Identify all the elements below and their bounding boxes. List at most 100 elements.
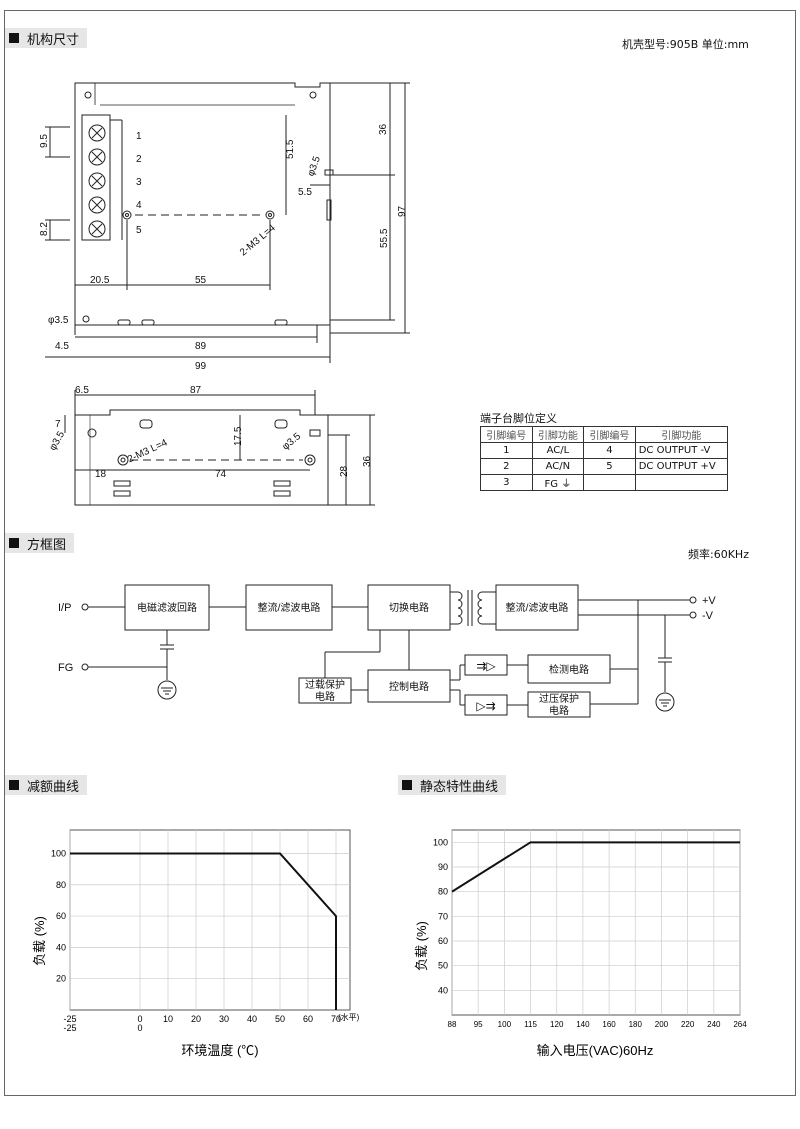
chart-grid (451, 829, 741, 1016)
block-vminus: -V (702, 610, 714, 622)
block-diagram: I/P FG 电磁滤波回路 整流/滤波电路 切换电路 整流/滤波电路 过载保护 … (58, 584, 716, 718)
dim-phi-3-5-a: φ3.5 (48, 315, 69, 326)
terminal-4-label: 4 (136, 200, 142, 211)
pin-cell: DC OUTPUT -V (634, 442, 729, 459)
x-tick-label: 0 (137, 1014, 142, 1024)
dim-phi-3-5-d: φ3.5 (280, 431, 303, 453)
x-tick-label: 115 (524, 1020, 537, 1029)
dim-74: 74 (215, 469, 227, 480)
pin-cell: AC/L (531, 442, 585, 459)
block-fg-label: FG (58, 662, 73, 674)
pin-cell: 4 (583, 442, 636, 459)
frequency-note: 频率:60KHz (688, 548, 749, 561)
terminal-3-label: 3 (136, 177, 142, 188)
pin-cell (583, 474, 636, 491)
x-tick-label: -25 (63, 1014, 76, 1024)
dim-97: 97 (397, 205, 408, 217)
x-tick-label: 240 (707, 1020, 721, 1029)
y-tick-label: 100 (51, 848, 66, 858)
chart-series-line (451, 841, 740, 893)
x-axis-suffix: (水平) (338, 1012, 360, 1022)
x-tick-label: 180 (629, 1020, 643, 1029)
x-tick-label: 264 (733, 1020, 747, 1029)
pin-cell: 5 (583, 458, 636, 475)
terminal-5-label: 5 (136, 225, 142, 236)
dim-5-5: 5.5 (298, 187, 312, 198)
pin-cell: 2 (480, 458, 533, 475)
x-tick-label: 60 (303, 1014, 313, 1024)
pin-table-header: 引脚编号 引脚功能 引脚编号 引脚功能 (480, 426, 729, 443)
dim-m3-top: 2-M3 L=4 (238, 222, 278, 258)
dim-8-2: 8.2 (39, 222, 50, 236)
table-row: 2 AC/N 5 DC OUTPUT +V (480, 458, 729, 475)
block-ip-label: I/P (58, 602, 71, 614)
dim-55: 55 (195, 275, 207, 286)
optocoupler-icon: ▷⇉ (476, 699, 495, 713)
square-bullet-icon (9, 780, 19, 790)
case-model-note: 机壳型号:905B 单位:mm (622, 38, 749, 51)
block-rect1: 整流/滤波电路 (258, 601, 321, 614)
block-ovp-line1: 过压保护 (539, 692, 579, 705)
pin-header-3: 引脚功能 (634, 426, 729, 443)
y-axis-label: 负载 (%) (414, 921, 429, 971)
pin-cell: FG ⏚ (531, 474, 585, 491)
y-tick-label: 80 (438, 887, 448, 897)
y-tick-label: 90 (438, 862, 448, 872)
y-tick-label: 40 (56, 942, 66, 952)
dim-36-b: 36 (362, 455, 373, 467)
mech-side-view: 6.5 87 7 φ3.5 2-M3 L=4 17.5 φ3.5 18 74 2… (47, 385, 375, 506)
x-tick-label: 40 (247, 1014, 257, 1024)
dim-36-a: 36 (378, 123, 389, 135)
dim-99: 99 (195, 361, 207, 372)
block-control: 控制电路 (389, 680, 429, 693)
y-tick-label: 80 (56, 880, 66, 890)
x-tick-label: 20 (191, 1014, 201, 1024)
y-tick-label: 40 (438, 985, 448, 995)
pin-header-1: 引脚功能 (531, 426, 585, 443)
dim-20-5: 20.5 (90, 275, 110, 286)
mech-top-view: 9.5 8.2 20.5 55 φ3.5 4.5 89 99 1 2 3 4 5… (39, 82, 410, 372)
terminal-1-label: 1 (136, 131, 142, 142)
block-overload-line1: 过载保护 (305, 678, 345, 691)
x-tick-label: 220 (681, 1020, 695, 1029)
block-overload-line2: 电路 (315, 690, 335, 703)
x-tick-label: 100 (498, 1020, 512, 1029)
x-tick-label: 50 (275, 1014, 285, 1024)
x-tick-label: 70 (331, 1014, 341, 1024)
dim-4-5: 4.5 (55, 341, 69, 352)
dim-89: 89 (195, 341, 207, 352)
optocoupler-icon: ⇉▷ (476, 659, 496, 673)
x-tick-label: 120 (550, 1020, 564, 1029)
terminal-screws (88, 124, 106, 238)
block-emi: 电磁滤波回路 (137, 601, 197, 614)
y-axis-label: 负载 (%) (32, 916, 47, 966)
table-row: 1 AC/L 4 DC OUTPUT -V (480, 442, 729, 459)
dim-87: 87 (190, 385, 202, 396)
dim-6-5: 6.5 (75, 385, 89, 396)
chart-frame (451, 829, 741, 1016)
y-tick-label: 60 (438, 936, 448, 946)
dim-phi-3-5-b: φ3.5 (306, 154, 323, 177)
section-derating-title: 减额曲线 (27, 779, 80, 795)
pin-header-2: 引脚编号 (583, 426, 636, 443)
pin-cell: 3 (480, 474, 533, 491)
x-tick-label: 88 (448, 1020, 457, 1029)
dim-55-5: 55.5 (379, 228, 390, 248)
square-bullet-icon (402, 780, 412, 790)
x-tick-label-row2: 0 (137, 1023, 142, 1033)
dim-m3-side: 2-M3 L=4 (126, 437, 170, 465)
pin-header-0: 引脚编号 (480, 426, 533, 443)
section-derating-header: 减额曲线 (5, 775, 88, 795)
dim-18: 18 (95, 469, 107, 480)
section-static-header: 静态特性曲线 (398, 775, 507, 795)
dim-28: 28 (339, 465, 350, 477)
x-tick-label: 30 (219, 1014, 229, 1024)
y-tick-label: 70 (438, 911, 448, 921)
section-block-header: 方框图 (5, 533, 75, 553)
pin-table: 引脚编号 引脚功能 引脚编号 引脚功能 1 AC/L 4 DC OUTPUT -… (480, 426, 729, 491)
